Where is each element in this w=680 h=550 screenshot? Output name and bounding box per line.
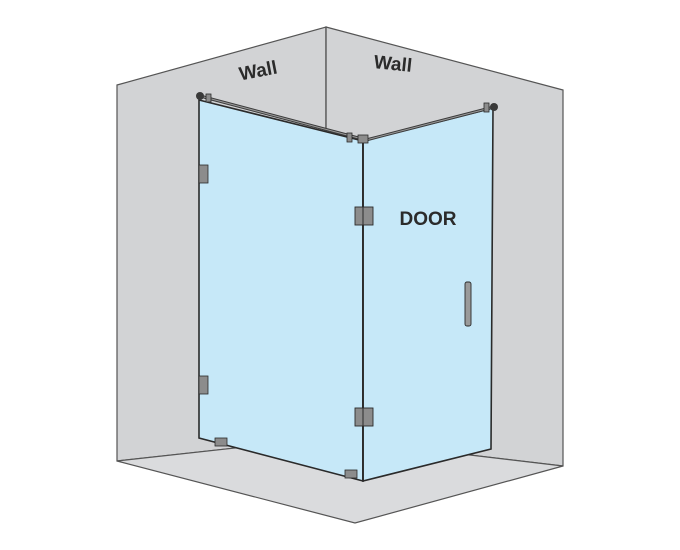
- floor-clamp-icon: [344, 469, 358, 479]
- wall-clamp-icon: [198, 164, 209, 184]
- hinge-icon: [354, 206, 374, 226]
- fixed-glass-panel: [198, 98, 364, 483]
- right-wall-label: Wall: [373, 52, 413, 77]
- hinge-icon: [354, 407, 374, 427]
- floor-clamp-icon: [214, 437, 228, 447]
- support-rail-icon: [196, 92, 498, 144]
- wall-clamp-icon: [198, 375, 209, 395]
- door-handle-icon: [464, 281, 472, 327]
- door-glass-panel: [362, 106, 494, 483]
- door-label: DOOR: [400, 209, 457, 230]
